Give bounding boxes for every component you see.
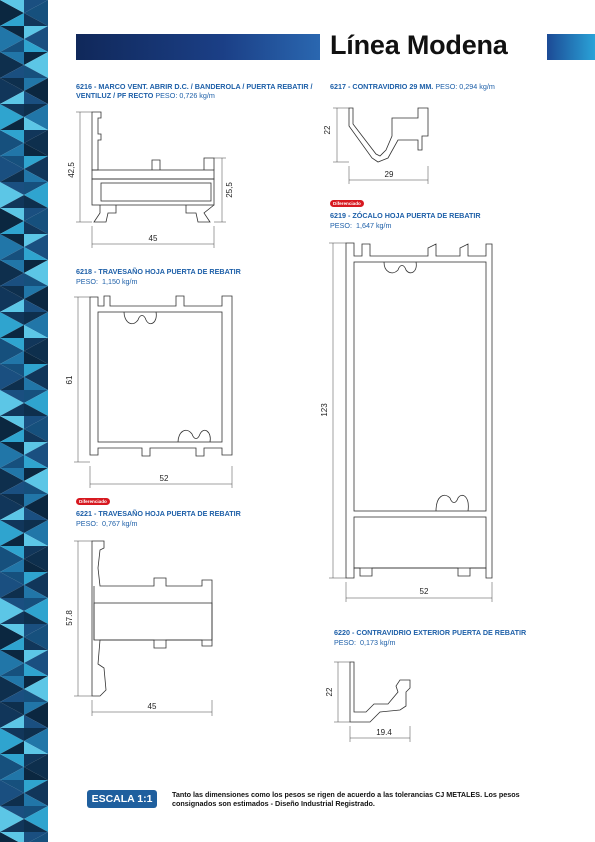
profile-6219-dimlines (329, 242, 493, 602)
profile-6218-peso: PESO: 1,150 kg/m (76, 277, 138, 286)
dim-6219-height: 123 (320, 403, 329, 417)
dim-6219-width: 52 (420, 587, 429, 596)
profile-6219-title: 6219 - ZÓCALO HOJA PUERTA DE REBATIR (330, 211, 481, 220)
profile-6217-title: 6217 - CONTRAVIDRIO 29 MM. PESO: 0,294 k… (330, 82, 495, 91)
profile-6216-title: 6216 - MARCO VENT. ABRIR D.C. / BANDEROL… (76, 82, 313, 100)
dim-6221-height: 57.8 (65, 610, 74, 626)
profile-6220-peso: PESO: 0,173 kg/m (334, 638, 396, 647)
dim-6221-width: 45 (148, 702, 157, 711)
profile-6221-title: 6221 - TRAVESAÑO HOJA PUERTA DE REBATIR (76, 509, 241, 518)
profile-6219-peso: PESO: 1,647 kg/m (330, 221, 392, 230)
profile-6217-dimlines (333, 107, 429, 184)
profile-6220-dimlines (334, 661, 411, 742)
profile-6221-peso: PESO: 0,767 kg/m (76, 519, 138, 528)
decorative-side-pattern (0, 0, 48, 842)
profile-6218-drawing (89, 295, 233, 457)
dim-6216-height: 42,5 (67, 162, 76, 178)
dim-6220-height: 22 (325, 687, 334, 696)
diferenciado-badge: Diferenciado (76, 498, 110, 505)
profile-6218-dimlines (74, 296, 233, 488)
profile-6218-title: 6218 - TRAVESAÑO HOJA PUERTA DE REBATIR (76, 267, 241, 276)
profile-6216-dimlines (76, 111, 226, 248)
profile-6217-drawing (348, 107, 429, 163)
profile-6221-drawing (91, 540, 213, 697)
dim-6220-width: 19.4 (376, 728, 392, 737)
diferenciado-badge: Diferenciado (330, 200, 364, 207)
footer-note: Tanto las dimensiones como los pesos se … (172, 790, 520, 808)
dim-6217-height: 22 (323, 125, 332, 134)
header-gradient-bar (76, 34, 320, 60)
profile-6216-drawing (91, 111, 215, 223)
profile-6219-drawing (345, 242, 493, 579)
profile-6221-dimlines (74, 540, 213, 716)
dim-6217-width: 29 (385, 170, 394, 179)
scale-badge: ESCALA 1:1 (87, 790, 157, 808)
dim-6218-width: 52 (160, 474, 169, 483)
dim-6216-inner-height: 25,5 (225, 182, 234, 198)
profile-6220-title: 6220 - CONTRAVIDRIO EXTERIOR PUERTA DE R… (334, 628, 527, 637)
page-title: Línea Modena (330, 30, 508, 60)
header-gradient-accent (547, 34, 595, 60)
dim-6218-height: 61 (65, 375, 74, 384)
dim-6216-width: 45 (149, 234, 158, 243)
profile-6220-drawing (349, 661, 411, 723)
